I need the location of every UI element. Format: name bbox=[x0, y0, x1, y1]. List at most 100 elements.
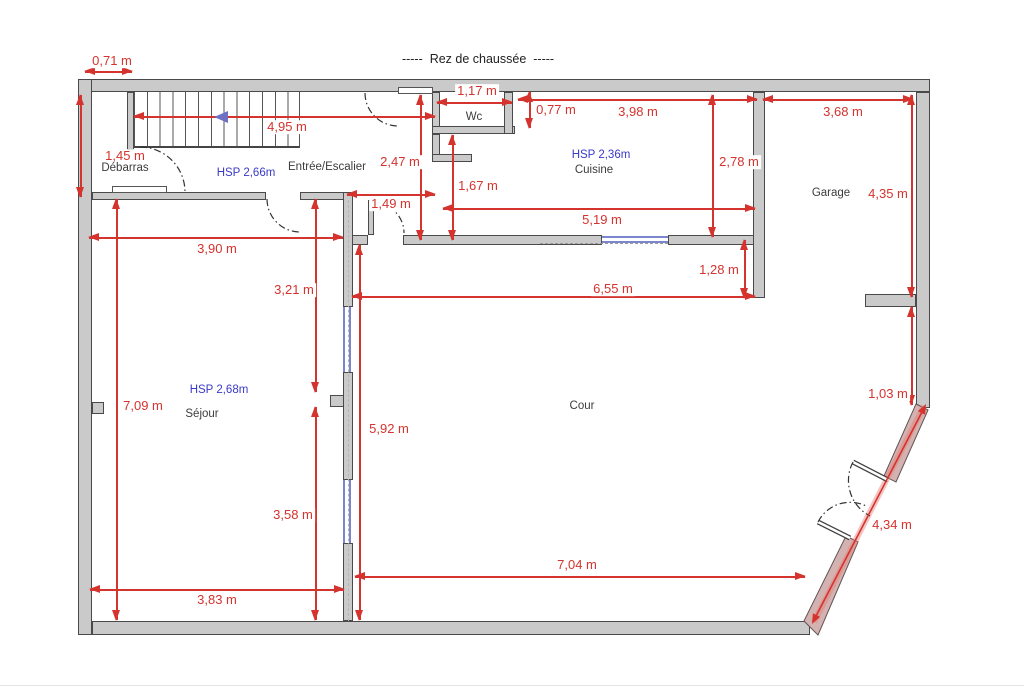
dimension-arrowhead bbox=[133, 112, 144, 120]
door-swing-arc bbox=[266, 198, 301, 233]
dimension-line bbox=[76, 94, 84, 198]
wall bbox=[78, 79, 92, 635]
dimension-line bbox=[448, 134, 456, 241]
dimension-arrowhead bbox=[76, 94, 84, 105]
dimension-line bbox=[517, 95, 758, 103]
dimension-arrowhead bbox=[416, 230, 424, 241]
dimension-line bbox=[708, 94, 716, 238]
wall bbox=[92, 192, 266, 200]
dimension-label: 1,03 m bbox=[866, 386, 910, 402]
dimension-arrowhead bbox=[334, 585, 345, 593]
dimension-arrowhead bbox=[762, 95, 773, 103]
dimension-label: 3,90 m bbox=[195, 241, 239, 257]
dimension-arrowhead bbox=[747, 95, 758, 103]
dimension-label: 1,45 m bbox=[103, 148, 147, 164]
room-label-wc: Wc bbox=[465, 111, 483, 123]
dimension-line bbox=[525, 91, 533, 129]
dimension-label: 2,47 m bbox=[378, 154, 422, 170]
window bbox=[343, 307, 351, 372]
room-label-cour: Cour bbox=[569, 400, 595, 412]
dimension-arrowhead bbox=[795, 572, 806, 580]
dimension-label: 1,28 m bbox=[697, 262, 741, 278]
dimension-label: 3,83 m bbox=[195, 592, 239, 608]
dimension-line bbox=[346, 190, 436, 198]
room-label-cuisine: Cuisine bbox=[574, 164, 614, 176]
dimension-line bbox=[112, 198, 120, 621]
dimension-arrowhead bbox=[311, 610, 319, 621]
dimension-label: 7,04 m bbox=[555, 557, 599, 573]
dimension-arrowhead bbox=[525, 118, 533, 129]
window bbox=[343, 480, 351, 543]
diagonal-dimension-line bbox=[815, 412, 923, 616]
dimension-label: 5,19 m bbox=[580, 212, 624, 228]
wall bbox=[753, 92, 765, 298]
dimension-arrowhead bbox=[745, 204, 756, 212]
ceiling-height-label: HSP 2,66m bbox=[216, 167, 276, 179]
dimension-label: 3,68 m bbox=[821, 104, 865, 120]
door-swing-arc bbox=[139, 146, 186, 193]
page-edge-line bbox=[0, 685, 1024, 686]
wall bbox=[504, 92, 513, 134]
dimension-arrowhead bbox=[907, 287, 915, 298]
dimension-label: 1,67 m bbox=[456, 178, 500, 194]
dimension-arrowhead bbox=[84, 67, 95, 75]
dimension-line bbox=[84, 67, 133, 75]
dimension-arrowhead bbox=[448, 230, 456, 241]
diagonal-dimension-arrowhead bbox=[917, 404, 926, 415]
dimension-label: 1,17 m bbox=[455, 83, 499, 99]
door-leaf-face bbox=[817, 520, 851, 540]
wall bbox=[330, 395, 344, 407]
dimension-line bbox=[354, 572, 806, 580]
door-swing-arc bbox=[817, 501, 867, 523]
door-swing-arc bbox=[847, 461, 871, 517]
dimension-arrowhead bbox=[425, 112, 436, 120]
diagonal-dimension-arrowhead bbox=[812, 613, 821, 624]
dimension-arrowhead bbox=[907, 94, 915, 105]
dimension-label: 0,71 m bbox=[90, 53, 134, 69]
wall bbox=[92, 402, 104, 414]
room-label-s-jour: Séjour bbox=[185, 408, 219, 420]
wall bbox=[865, 294, 916, 307]
dimension-line bbox=[351, 292, 756, 300]
dimension-line bbox=[907, 94, 915, 298]
wall bbox=[403, 235, 602, 245]
dimension-arrowhead bbox=[76, 187, 84, 198]
dimension-arrowhead bbox=[425, 190, 436, 198]
dimension-arrowhead bbox=[740, 288, 748, 299]
wall-axis-line bbox=[348, 200, 349, 621]
dimension-label: 3,21 m bbox=[272, 282, 316, 298]
dimension-arrowhead bbox=[355, 244, 363, 255]
dimension-arrowhead bbox=[436, 98, 447, 106]
dimension-arrowhead bbox=[112, 198, 120, 209]
dimension-arrowhead bbox=[311, 382, 319, 393]
room-label-d-barras: Débarras bbox=[101, 162, 149, 174]
dimension-arrowhead bbox=[502, 98, 513, 106]
dimension-arrowhead bbox=[448, 134, 456, 145]
dimension-line bbox=[436, 98, 513, 106]
dimension-arrowhead bbox=[708, 94, 716, 105]
door-swing-arc bbox=[364, 92, 399, 127]
dimension-line bbox=[355, 244, 363, 621]
dimension-line bbox=[442, 204, 756, 212]
dimension-line bbox=[907, 306, 915, 406]
dimension-label: 3,58 m bbox=[271, 507, 315, 523]
dimension-arrowhead bbox=[740, 239, 748, 250]
dimension-arrowhead bbox=[311, 406, 319, 417]
dimension-label: 3,98 m bbox=[616, 104, 660, 120]
dimension-arrowhead bbox=[88, 233, 99, 241]
dimension-line bbox=[311, 406, 319, 621]
room-label-entr-e-escalier: Entrée/Escalier bbox=[288, 161, 366, 173]
wall-axis-line bbox=[540, 243, 668, 244]
dimension-arrowhead bbox=[112, 610, 120, 621]
dimension-arrowhead bbox=[907, 306, 915, 317]
door-leaf bbox=[112, 186, 167, 193]
dimension-arrowhead bbox=[122, 67, 133, 75]
dimension-line bbox=[740, 239, 748, 299]
dimension-arrowhead bbox=[517, 95, 528, 103]
dimension-line bbox=[762, 95, 914, 103]
dimension-label: 2,78 m bbox=[717, 154, 761, 170]
floor-title: ----- Rez de chaussée ----- bbox=[401, 52, 555, 66]
dimension-label: 1,49 m bbox=[369, 196, 413, 212]
wall bbox=[432, 126, 515, 134]
